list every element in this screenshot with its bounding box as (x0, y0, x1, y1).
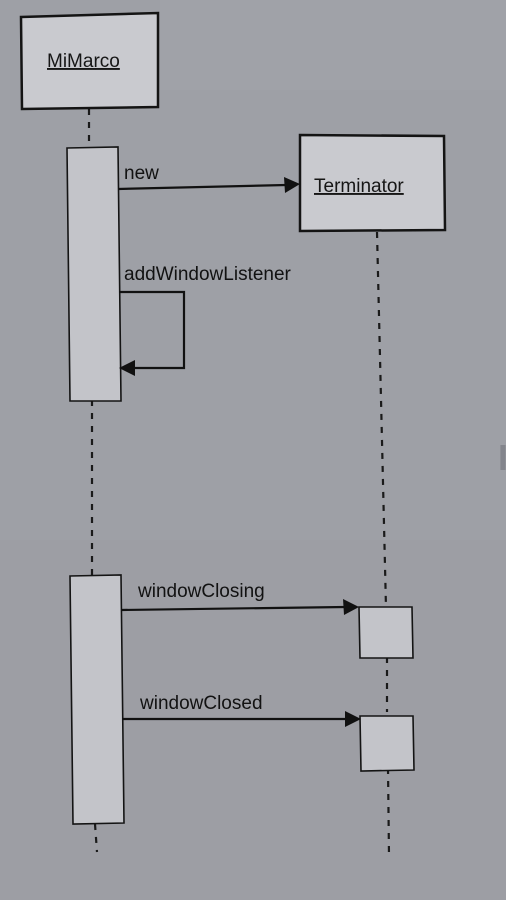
message-window-closed-label: windowClosed (139, 693, 263, 714)
participant-terminator: Terminator (298, 133, 447, 233)
terminator-activation-1 (358, 606, 414, 659)
arrowhead-add-window-listener (119, 360, 135, 376)
svg-text:I: I (498, 437, 506, 478)
message-window-closed: windowClosed (122, 693, 361, 727)
participant-mimarco-name: MiMarco (47, 51, 120, 72)
participant-terminator-name: Terminator (314, 176, 404, 197)
message-new: new (117, 163, 300, 193)
terminator-lifeline (375, 231, 388, 609)
participant-mimarco: MiMarco (19, 11, 160, 111)
message-add-window-listener-label: addWindowListener (124, 264, 292, 285)
mimarco-activation-1 (66, 146, 122, 402)
mimarco-lifeline-bottom (93, 823, 99, 853)
terminator-lifeline-bottom (386, 767, 391, 857)
message-window-closing: windowClosing (120, 581, 359, 615)
terminator-activation-2 (359, 715, 415, 772)
arrowhead-window-closing (343, 599, 359, 615)
arrowhead-new (284, 177, 300, 193)
arrowhead-window-closed (345, 711, 361, 727)
message-new-label: new (124, 163, 159, 184)
message-add-window-listener: addWindowListener (119, 264, 292, 376)
message-window-closing-label: windowClosing (137, 581, 265, 602)
mimarco-activation-2 (69, 574, 125, 825)
